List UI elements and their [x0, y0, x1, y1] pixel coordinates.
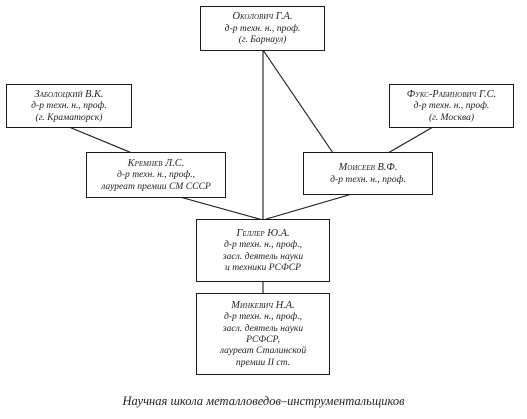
node-okolovich-degree: д-р техн. н., проф. — [224, 22, 301, 34]
edge-moiseev-fuks — [387, 126, 434, 154]
edge-geller-moiseev — [262, 193, 353, 221]
node-geller-degree: д-р техн. н., проф., — [223, 239, 303, 251]
node-zabolotsky-degree: д-р техн. н., проф. — [31, 100, 107, 112]
node-kremnev-name: Кремнев Л.С. — [127, 157, 185, 169]
node-okolovich-name: Околович Г.А. — [232, 11, 293, 23]
node-geller-name: Геллер Ю.А. — [236, 227, 290, 239]
edge-geller-kremnev — [179, 196, 264, 221]
edge-moiseev-okolovich — [262, 49, 334, 154]
node-minkevich-award-2: премии II ст. — [235, 356, 291, 368]
node-kremnev: Кремнев Л.С. д-р техн. н., проф., лауреа… — [86, 152, 226, 198]
node-moiseev: Моисеев В.Ф. д-р техн. н., проф. — [303, 152, 433, 195]
node-moiseev-degree: д-р техн. н., проф. — [330, 173, 406, 185]
node-geller-title-2: и техники РСФСР — [225, 261, 301, 273]
node-fuks-city: (г. Москва) — [428, 111, 475, 123]
edge-kremnev-zabolotsky — [68, 126, 133, 154]
node-zabolotsky: Заболоцкий В.К. д-р техн. н., проф. (г. … — [6, 84, 132, 128]
node-fuks-name: Фукс-Рабинович Г.С. — [406, 88, 497, 100]
node-okolovich: Околович Г.А. д-р техн. н., проф. (г. Ба… — [200, 6, 325, 51]
node-minkevich-degree: д-р техн. н., проф., — [223, 311, 303, 323]
node-geller: Геллер Ю.А. д-р техн. н., проф., засл. д… — [196, 219, 330, 282]
node-kremnev-degree: д-р техн. н., проф., — [116, 169, 196, 181]
node-kremnev-award: лауреат премии СМ СССР — [101, 180, 211, 192]
node-zabolotsky-city: (г. Краматорск) — [35, 111, 103, 123]
node-minkevich-title-2: РСФСР, — [246, 334, 280, 345]
node-fuks: Фукс-Рабинович Г.С. д-р техн. н., проф. … — [389, 84, 514, 128]
node-minkevich-title-1: засл. деятель науки — [222, 322, 304, 334]
figure-caption: Научная школа металловедов–инструменталь… — [122, 394, 405, 408]
node-okolovich-city: (г. Барнаул) — [238, 34, 287, 46]
node-minkevich-name: Минкевич Н.А. — [231, 299, 295, 311]
node-minkevich-award-1: лауреат Сталинской — [219, 345, 307, 357]
node-geller-title-1: засл. деятель науки — [222, 250, 304, 262]
node-moiseev-name: Моисеев В.Ф. — [338, 162, 398, 174]
node-zabolotsky-name: Заболоцкий В.К. — [34, 88, 104, 100]
node-fuks-degree: д-р техн. н., проф. — [413, 100, 490, 112]
node-minkevich: Минкевич Н.А. д-р техн. н., проф., засл.… — [196, 293, 330, 375]
